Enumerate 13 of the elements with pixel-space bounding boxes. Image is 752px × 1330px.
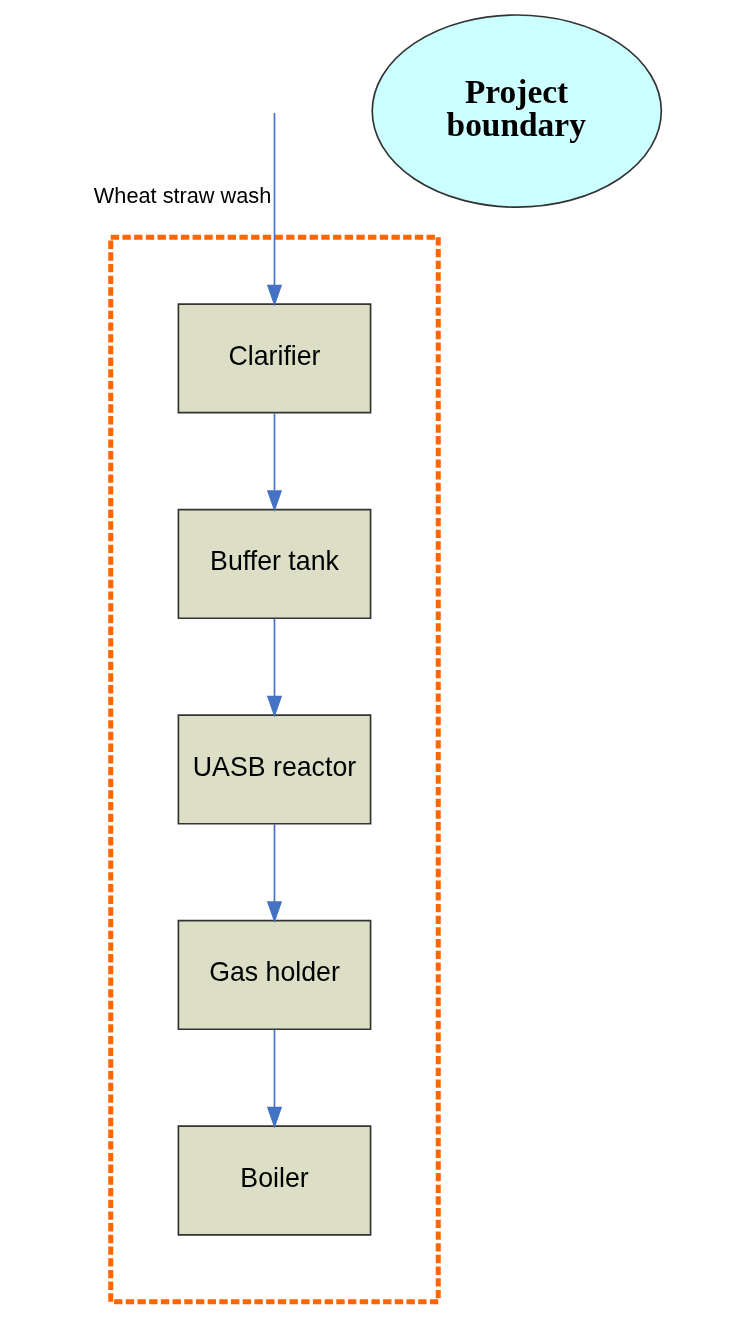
arrow <box>266 823 283 924</box>
node-box: UASB reactor <box>177 714 372 825</box>
arrow <box>266 617 283 718</box>
node-box: Boiler <box>177 1125 372 1236</box>
edge-label: Wheat straw wash <box>93 183 272 209</box>
arrow <box>266 112 283 307</box>
node-box: Buffer tank <box>177 508 372 620</box>
node-ellipse: Project boundary <box>371 14 663 208</box>
cluster <box>108 234 441 1305</box>
node-box: Clarifier <box>177 303 372 414</box>
arrow <box>266 1028 283 1129</box>
node-box: Gas holder <box>177 919 372 1031</box>
arrow <box>266 412 283 512</box>
